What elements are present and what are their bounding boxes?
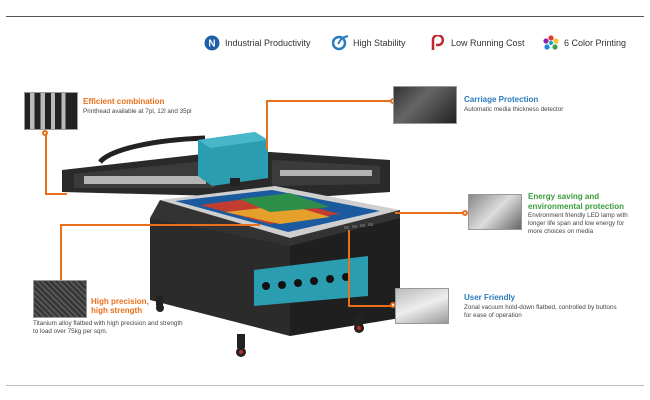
n-logo-icon: N (204, 35, 220, 51)
feature-high-stability: High Stability (331, 34, 406, 52)
user-friendly-text: Zonal vacuum hold-down flatbed, controll… (464, 304, 617, 320)
connector-line (45, 134, 47, 194)
connector-line (266, 100, 393, 102)
feature-label: High Stability (353, 38, 406, 48)
connector-line (266, 100, 268, 150)
feature-label: Low Running Cost (451, 38, 525, 48)
p-logo-icon (430, 33, 446, 51)
energy-title-line1: Energy saving and (528, 192, 600, 201)
energy-title-line2: environmental protection (528, 201, 625, 211)
energy-title: Energy saving and environmental protecti… (528, 192, 624, 211)
connector-line (348, 305, 394, 307)
svg-text:N: N (208, 39, 215, 50)
top-divider (6, 16, 644, 17)
connector-line (45, 193, 67, 195)
connector-line (348, 230, 350, 306)
energy-text: Environment friendly LED lamp with longe… (528, 212, 628, 236)
carriage-text: Automatic media thickness detector (464, 106, 564, 113)
precision-title: High precision, high strength (91, 297, 149, 315)
energy-text-line3: more choices on media (528, 227, 594, 235)
button-panel-thumbnail (395, 288, 449, 324)
feature-label: Industrial Productivity (225, 38, 311, 48)
user-friendly-title: User Friendly (464, 293, 516, 302)
energy-text-line1: Environment friendly LED lamp with (528, 212, 628, 219)
carriage-thumbnail (393, 86, 457, 124)
energy-text-line2: longer life span and low energy for (528, 219, 625, 227)
precision-text-line2: to load over 75kg per sqm. (33, 327, 108, 335)
feature-6-color-printing: 6 Color Printing (543, 34, 626, 52)
user-friendly-text-line1: Zonal vacuum hold-down flatbed, controll… (464, 304, 617, 311)
color-dots-icon (543, 35, 559, 51)
flatbed-thumbnail (33, 280, 87, 318)
precision-title-line2: high strength (91, 306, 143, 316)
efficient-text: Printhead available at 7pl, 12l and 35pl (83, 108, 192, 115)
precision-text-line1: Titanium alloy flatbed with high precisi… (33, 320, 183, 327)
feature-label: 6 Color Printing (564, 38, 627, 48)
gear-check-icon (331, 35, 349, 51)
bottom-divider (6, 385, 644, 386)
user-friendly-text-line2: for ease of operation (464, 311, 522, 319)
precision-text: Titanium alloy flatbed with high precisi… (33, 320, 183, 336)
connector-dot (462, 210, 468, 216)
connector-line (395, 212, 465, 214)
connector-dot (42, 130, 48, 136)
feature-low-running-cost: Low Running Cost (430, 33, 525, 52)
feature-industrial-productivity: N Industrial Productivity (204, 34, 311, 52)
connector-line (60, 224, 260, 226)
carriage-title: Carriage Protection (464, 95, 539, 104)
connector-line (60, 224, 62, 304)
led-lamp-thumbnail (468, 194, 522, 230)
printhead-thumbnail (24, 92, 78, 130)
precision-title-line1: High precision, (91, 297, 149, 306)
efficient-title: Efficient combination (83, 97, 165, 106)
